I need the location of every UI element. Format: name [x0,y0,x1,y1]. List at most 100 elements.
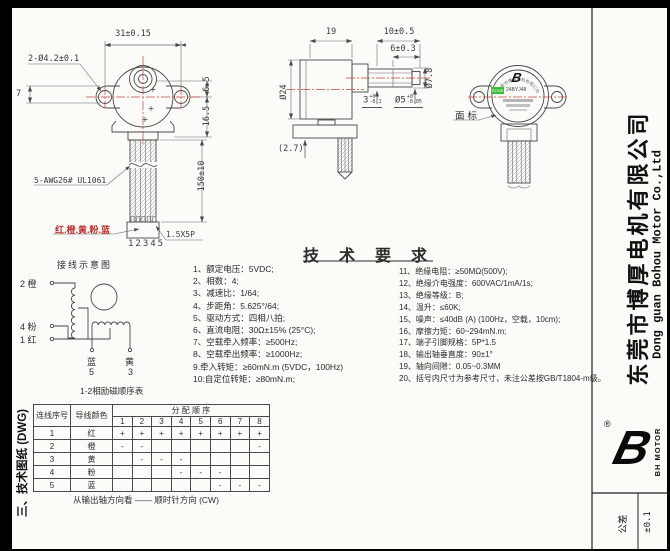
tech-req-item: 5、驱动方式：四相八拍; [193,312,286,323]
table-row: 1 红 + + + + + + + + [33,426,270,440]
step-header: 8 [249,416,270,427]
shaft-tol-bot: -0.05 [406,99,422,106]
step-header: 6 [209,416,231,427]
sequence-caption: 1-2相励磁顺序表 [80,386,144,396]
label-fineprint-bar [506,104,530,107]
tolerance-label: 公差 [618,514,629,534]
step-header: 2 [131,416,153,427]
tech-req-item: 12、绝缘介电强度：600VAC/1mA/1s; [399,278,533,288]
tech-req-item: 9.牵入转矩：≥60mN.m (5VDC，100Hz) [193,361,344,372]
tech-req-item: 2、相数：4; [193,276,239,287]
tech-req-item: 8、空载牵出频率：≥1000Hz; [193,349,303,360]
seq-cell [229,465,251,479]
tolerance-value: ±0.1 [643,511,653,533]
dim-mount-holes: 2-Ø4.2±0.1 [28,54,80,64]
tech-req-item: 10:自定位转矩：≥80mN.m; [193,373,295,384]
seq-cell: - [209,465,231,479]
seq-cell: - [151,452,172,466]
seq-cell [131,478,153,492]
step-header: 1 [112,416,133,427]
step-header: 4 [170,416,192,427]
seq-cell [229,452,251,466]
step-header: 3 [151,416,172,427]
col-header-sequence: 分 配 顺 序 [112,404,270,417]
wire-no: 1 [33,426,71,440]
dim-19: 19 [325,27,337,37]
tech-req-item: 18、输出轴垂直度：90±1° [399,350,493,360]
terminal-3-yellow-num: 3 [128,367,134,377]
seq-cell [151,439,172,453]
wire-color: 蓝 [70,478,113,492]
seq-cell: - [170,465,192,479]
seq-cell [112,465,133,479]
wire-no: 3 [33,452,71,466]
seq-cell [190,439,211,453]
seq-cell: + [190,426,211,440]
tech-req-item: 17、端子引脚规格：5P*1.5 [399,338,496,348]
seq-cell: + [209,426,231,440]
label-fineprint-bar [503,99,533,102]
col-header-wire-no: 连线序号 [33,404,71,427]
table-row: 2 橙 - - - [33,439,270,453]
table-row: 5 蓝 - - - [33,478,270,492]
excitation-sequence-table: 连线序号 导线颜色 分 配 顺 序 1 2 3 4 5 6 7 8 1 红 + … [33,404,270,492]
dim-6: 6±0.3 [390,44,416,54]
table-row: 3 黄 - - - [33,452,270,466]
seq-cell: - [249,478,270,492]
seq-cell [229,439,251,453]
seq-cell [249,452,270,466]
seq-cell [151,478,172,492]
tech-req-item: 6、直流电阻：30Ω±15% (25°C); [193,325,316,336]
terminal-2-orange: 2 橙 [20,279,37,289]
dim-wire-length: 150±10 [197,160,207,192]
sheet-section-label: 三、技术图纸 (DWG) [17,409,29,517]
motor-model-label: 24BYJ48 [506,87,527,93]
dim-boss-diameter: Ø7.8 [425,67,435,89]
brand-name: BH MOTOR [653,427,662,477]
seq-cell: - [190,465,211,479]
tech-req-item: 15、噪声：≤40dB (A) (100Hz，空载，10cm); [399,314,561,324]
seq-cell: - [131,439,153,453]
seq-cell [249,465,270,479]
wire-no: 4 [33,465,71,479]
wire-color: 红 [70,426,113,440]
seq-cell [112,478,133,492]
seq-cell: - [131,452,153,466]
tech-req-item: 19、轴向间隙：0.05~0.3MM [399,362,501,372]
terminal-5-blue-num: 5 [89,367,95,377]
seq-cell: - [249,439,270,453]
tech-req-item: 7、空载牵入频率：≥500Hz; [193,337,298,348]
pin-numbers: 12345 [128,239,166,249]
dim-16-5: 16.5 [202,105,212,127]
frame-strip-right [667,0,670,551]
table-footer-note: 从输出轴方向看 —— 顺时针方向 (CW) [73,495,219,505]
dim-width: 31±0.15 [115,29,151,39]
seq-cell [151,465,172,479]
wire-color: 黄 [70,452,113,466]
shaft-base: Ø5 [395,95,406,106]
seq-cell: - [112,439,133,453]
wire-color: 橙 [70,439,113,453]
tech-req-item: 20、括号内尺寸为参考尺寸，未注公差按GB/T1804-m级。 [399,374,606,384]
rohs-badge: ROHS [491,87,504,94]
seq-cell: - [229,478,251,492]
table-row: 4 粉 - - - [33,465,270,479]
seq-cell [190,478,211,492]
wire-spec-label: 5-AWG26# UL1061 [34,176,107,185]
seq-cell [209,452,231,466]
wire-color: 粉 [70,465,113,479]
step-header: 7 [229,416,251,427]
wire-colors-label: 红.橙.黄.粉.蓝 [55,225,111,235]
seq-cell [190,452,211,466]
tech-req-item: 1、额定电压：5VDC; [193,264,274,274]
seq-cell: + [151,426,172,440]
dim-ref-2-7: (2.7) [278,144,304,154]
tech-req-left-list: 1、额定电压：5VDC; 2、相数：4; 3、减速比：1/64; 4、步距角：5… [193,263,343,385]
seq-cell: - [170,452,192,466]
shaft-tol-top: +0 [406,94,413,100]
tech-req-item: 3、减速比：1/64; [193,288,260,299]
seq-cell: - [209,478,231,492]
dim-10: 10±0.5 [383,27,415,37]
dim-shaft-flat: 3+0-0.1 [362,94,383,108]
